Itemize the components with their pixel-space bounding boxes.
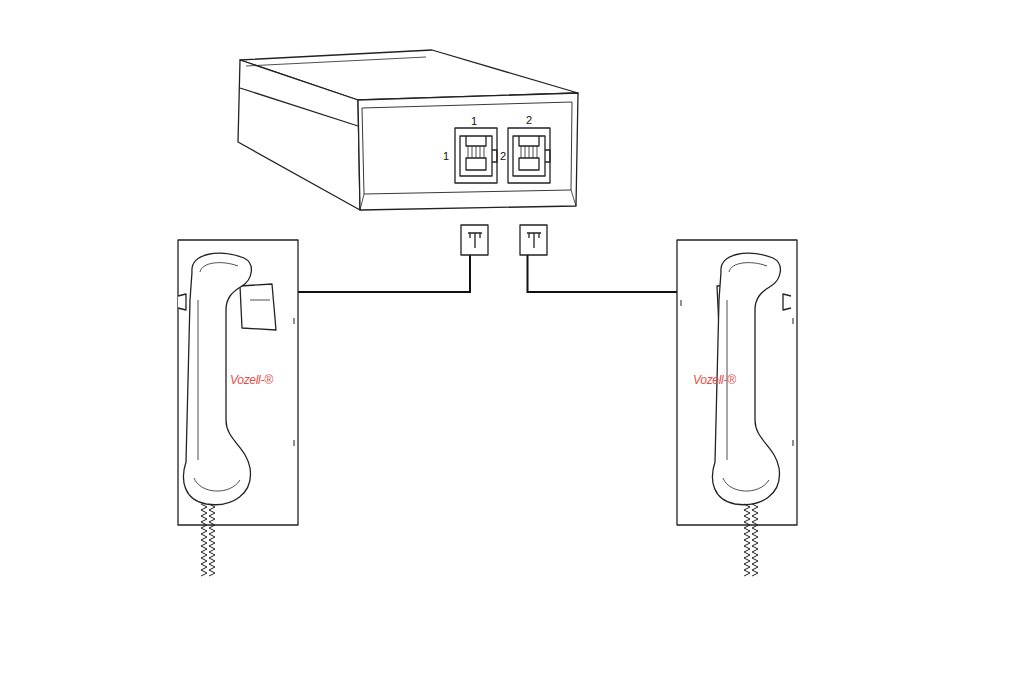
phone-cable xyxy=(528,225,678,292)
wall-phone-panel: Vozell-® xyxy=(178,240,298,525)
phone-cable xyxy=(298,225,470,292)
wall-phone-panel: Vozell-® xyxy=(677,240,797,525)
rj-jack xyxy=(508,128,550,183)
adapter-box xyxy=(238,50,578,210)
wall-phone xyxy=(178,240,298,576)
rj-plug xyxy=(461,225,488,255)
rj-jack xyxy=(455,128,497,183)
rj-plug xyxy=(520,225,547,255)
port-number: 2 xyxy=(500,151,506,162)
port-number: 1 xyxy=(443,151,449,162)
port-number: 2 xyxy=(526,115,532,126)
coiled-cord xyxy=(209,504,215,576)
coiled-cord xyxy=(744,504,750,576)
wall-phone xyxy=(677,240,797,576)
port-number: 1 xyxy=(471,116,477,127)
brand-logo: Vozell-® xyxy=(693,374,736,386)
brand-logo: Vozell-® xyxy=(230,374,273,386)
rj-jack-port: 22 xyxy=(500,112,555,225)
rj-jack-port: 11 xyxy=(440,112,500,225)
coiled-cord xyxy=(752,504,758,576)
coiled-cord xyxy=(201,504,207,576)
